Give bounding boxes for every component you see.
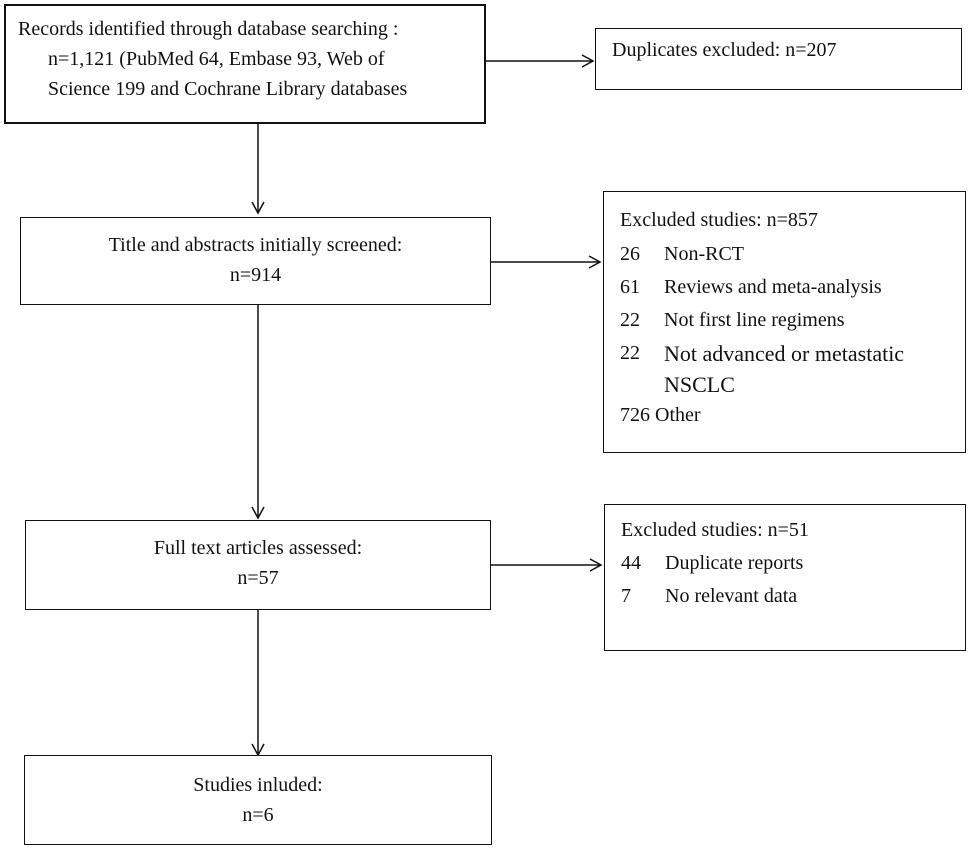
excluded1-item-label: Not advanced or metastatic	[664, 341, 905, 366]
screened-line-1: Title and abstracts initially screened:	[108, 234, 403, 256]
excluded1-item-label: Not first line regimens	[664, 309, 845, 331]
excluded1-other: 726 Other	[620, 404, 701, 426]
fulltext-count: n=57	[237, 567, 279, 589]
screened-count: n=914	[229, 264, 282, 286]
excluded2-item: 44 Duplicate reports	[621, 547, 965, 580]
excluded1-item-count: 26	[620, 243, 640, 265]
excluded1-item-label-cont: NSCLC	[664, 372, 735, 397]
records-line-1: Records identified through database sear…	[18, 18, 399, 40]
studies-included-box: Studies inluded: n=6	[24, 755, 492, 845]
records-line-3: Science 199 and Cochrane Library databas…	[48, 78, 408, 100]
records-line-2: n=1,121 (PubMed 64, Embase 93, Web of	[48, 48, 385, 70]
excluded2-item-count: 7	[621, 585, 631, 607]
excluded2-item-count: 44	[621, 552, 641, 574]
excluded2-item: 7 No relevant data	[621, 580, 965, 613]
excluded1-item: 26 Non-RCT	[620, 238, 965, 271]
excluded1-item: 22 Not first line regimens	[620, 304, 965, 337]
excluded-studies-box-1: Excluded studies: n=857 26 Non-RCT 61 Re…	[603, 191, 966, 453]
records-identified-box: Records identified through database sear…	[4, 4, 486, 124]
included-line-1: Studies inluded:	[193, 774, 323, 796]
excluded1-item: 61 Reviews and meta-analysis	[620, 271, 965, 304]
excluded2-item-label: Duplicate reports	[665, 552, 804, 574]
excluded2-title: Excluded studies: n=51	[621, 519, 809, 541]
fulltext-box: Full text articles assessed: n=57	[25, 520, 491, 610]
excluded1-item-label: Reviews and meta-analysis	[664, 276, 882, 298]
screened-box: Title and abstracts initially screened: …	[20, 217, 491, 305]
excluded1-title: Excluded studies: n=857	[620, 209, 818, 231]
excluded1-item-count: 22	[620, 342, 640, 364]
excluded1-item-count: 22	[620, 309, 640, 331]
duplicates-excluded-box: Duplicates excluded: n=207	[595, 28, 962, 90]
excluded1-item-count: 61	[620, 276, 640, 298]
duplicates-text: Duplicates excluded: n=207	[612, 39, 837, 61]
excluded-studies-box-2: Excluded studies: n=51 44 Duplicate repo…	[604, 504, 966, 651]
excluded2-item-label: No relevant data	[665, 585, 798, 607]
excluded1-item: 22 Not advanced or metastatic NSCLC	[620, 337, 965, 400]
excluded1-item-label: Non-RCT	[664, 243, 744, 265]
included-count: n=6	[242, 804, 274, 826]
fulltext-line-1: Full text articles assessed:	[153, 537, 363, 559]
